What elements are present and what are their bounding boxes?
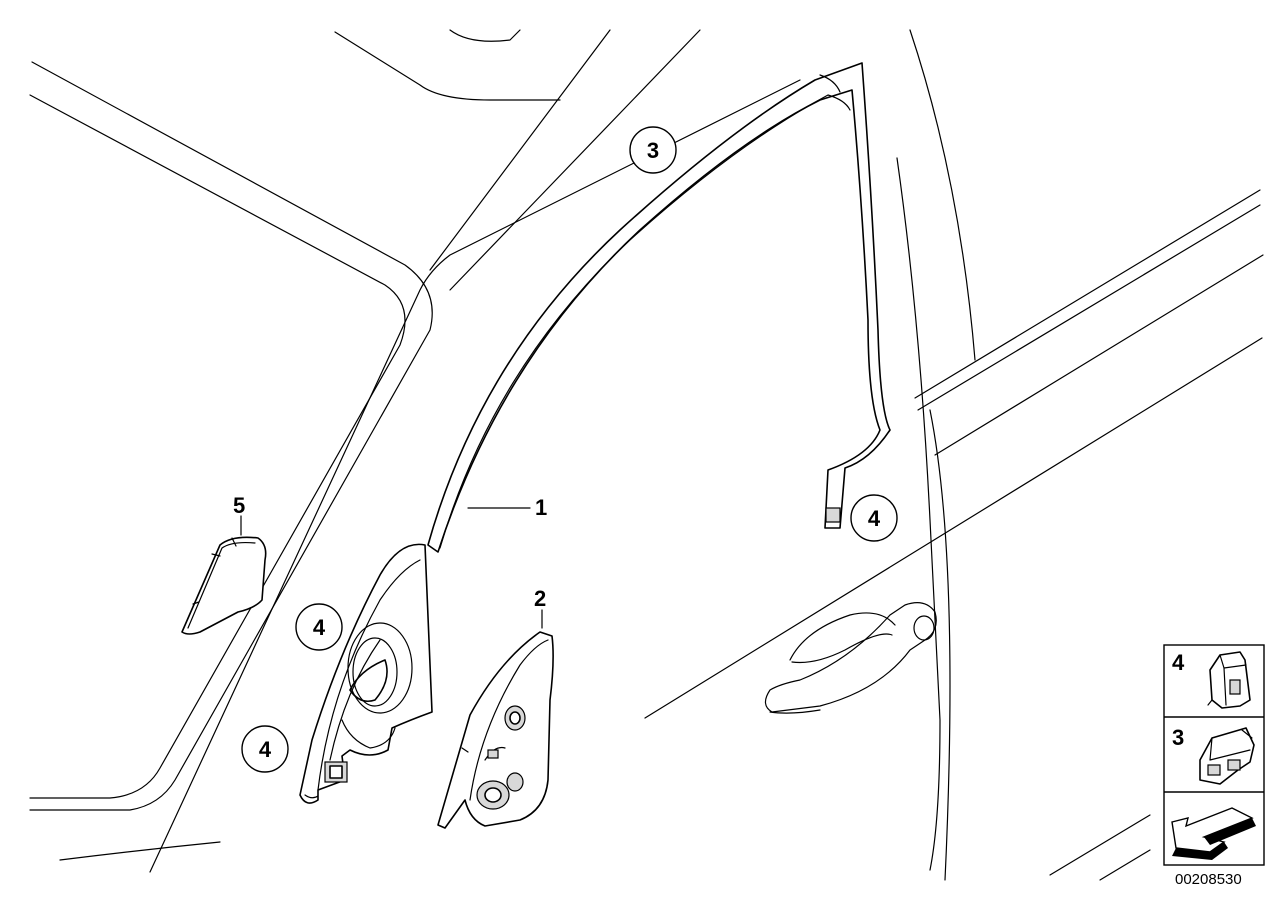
part-5-trim-cover	[181, 536, 267, 635]
part-1-a-pillar-trim	[299, 543, 433, 804]
legend-panel: 4 3	[1163, 644, 1265, 866]
svg-text:4: 4	[313, 615, 326, 640]
part-3-door-frame-trim	[427, 62, 891, 553]
part-label-2: 2	[534, 586, 546, 611]
svg-text:3: 3	[647, 138, 659, 163]
part-label-1: 1	[535, 495, 547, 520]
callout-4-left-upper: 4	[295, 603, 343, 651]
bracket-icon	[1199, 727, 1255, 785]
callout-4-left-lower: 4	[241, 725, 289, 773]
direction-arrow-icon	[1171, 807, 1256, 860]
legend-number-3: 3	[1172, 725, 1184, 750]
car-body-outline	[29, 29, 1264, 881]
door-handle	[764, 602, 937, 714]
callout-3-top: 3	[629, 126, 677, 174]
clip-icon	[1207, 651, 1251, 709]
legend-number-4: 4	[1172, 650, 1185, 675]
legend-row-clip: 4	[1172, 650, 1251, 709]
document-id: 00208530	[1175, 871, 1242, 888]
legend-row-bracket: 3	[1172, 725, 1255, 785]
svg-text:4: 4	[868, 506, 881, 531]
svg-text:4: 4	[259, 737, 272, 762]
part-label-5: 5	[233, 493, 245, 518]
part-2-speaker-cover	[437, 631, 554, 829]
leader-lines	[240, 507, 543, 629]
callout-4-right: 4	[850, 494, 898, 542]
